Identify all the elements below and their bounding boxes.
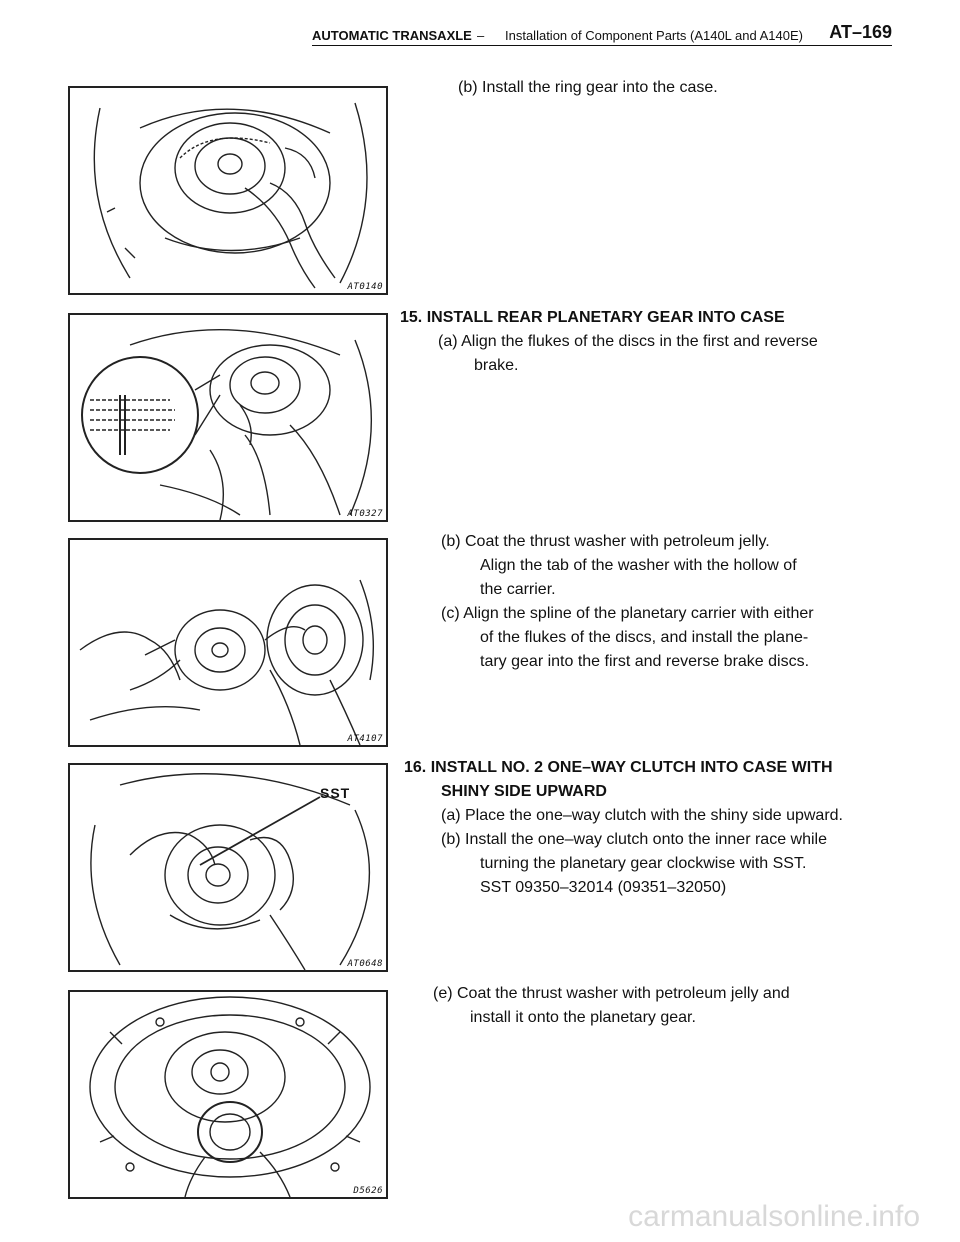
step-16a-text: (a) Place the one–way clutch with the sh… [441, 807, 843, 824]
step-16-title-line2: SHINY SIDE UPWARD [441, 783, 607, 800]
step-15-title: 15. INSTALL REAR PLANETARY GEAR INTO CAS… [400, 309, 785, 326]
section-title: AUTOMATIC TRANSAXLE [312, 28, 472, 43]
section-subtitle: Installation of Component Parts (A140L a… [505, 28, 803, 43]
step-16e-line2: install it onto the planetary gear. [470, 1009, 696, 1026]
step-16b-line2: turning the planetary gear clockwise wit… [480, 855, 807, 872]
step-15a-line2: brake. [474, 357, 519, 374]
ring-gear-illustration [93, 102, 368, 289]
figure-one-way-clutch: SST AT0648 [68, 763, 388, 972]
header-rule [312, 45, 892, 46]
step-16b-line1: (b) Install the one–way clutch onto the … [441, 831, 827, 848]
planetary-washer-illustration [89, 996, 371, 1197]
step-15b-line2: Align the tab of the washer with the hol… [480, 557, 797, 574]
header-separator: – [477, 28, 485, 43]
figure-planetary-washer: D5626 [68, 990, 388, 1199]
one-way-clutch-illustration [90, 773, 371, 970]
sst-label: SST [320, 785, 351, 801]
step-15a-line1: (a) Align the flukes of the discs in the… [438, 333, 818, 350]
figure-rear-planetary: AT0327 [68, 313, 388, 522]
thrust-washer-illustration [79, 579, 375, 745]
figure-code: D5626 [353, 1186, 383, 1196]
step-16-title-line1: 16. INSTALL NO. 2 ONE–WAY CLUTCH INTO CA… [404, 759, 833, 776]
page-number: AT–169 [829, 22, 892, 42]
figure-code: AT4107 [347, 734, 383, 744]
watermark: carmanualsonline.info [628, 1200, 920, 1233]
step-15c-line3: tary gear into the first and reverse bra… [480, 653, 810, 670]
figure-code: AT0648 [347, 959, 383, 969]
step-16e-line1: (e) Coat the thrust washer with petroleu… [433, 985, 790, 1002]
page-header: AUTOMATIC TRANSAXLE – Installation of Co… [312, 22, 892, 48]
rear-planetary-illustration [81, 329, 372, 520]
step-15c-line1: (c) Align the spline of the planetary ca… [441, 605, 814, 622]
step-15c-line2: of the flukes of the discs, and install … [480, 629, 809, 646]
step-16b-line3: SST 09350–32014 (09351–32050) [480, 879, 727, 896]
step-15b-line3: the carrier. [480, 581, 556, 598]
figure-thrust-washer: AT4107 [68, 538, 388, 747]
step-14b-text: (b) Install the ring gear into the case. [458, 79, 718, 96]
figure-code: AT0327 [347, 509, 383, 519]
figure-ring-gear: AT0140 [68, 86, 388, 295]
figure-code: AT0140 [347, 282, 383, 292]
step-15b-line1: (b) Coat the thrust washer with petroleu… [441, 533, 770, 550]
